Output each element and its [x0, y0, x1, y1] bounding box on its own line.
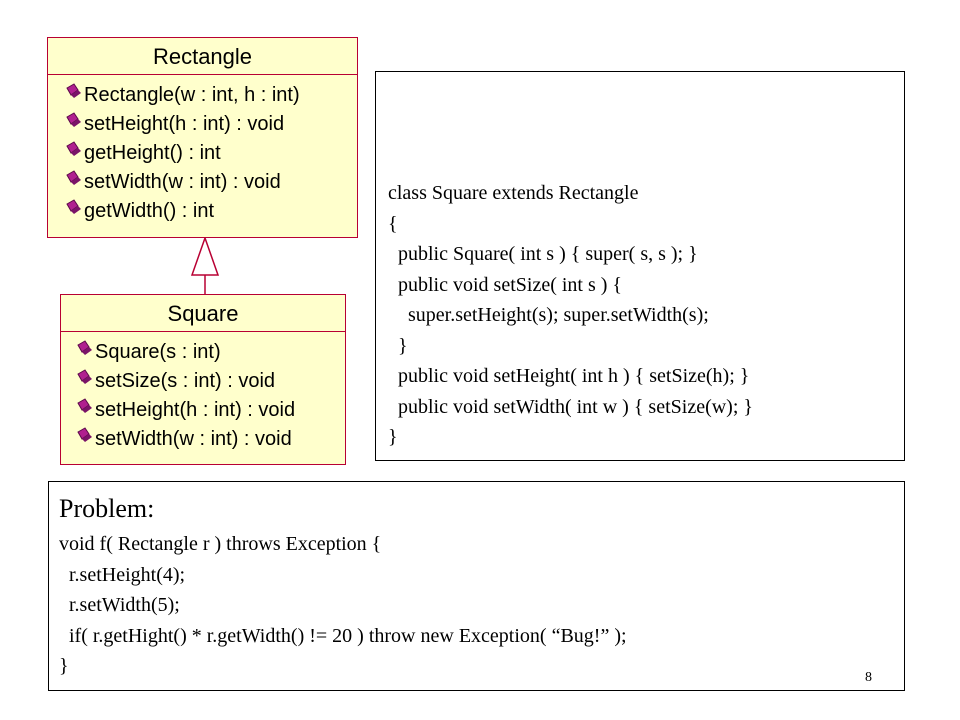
square-operation: setSize(s : int) : void: [61, 367, 345, 396]
square-code-box: class Square extends Rectangle { public …: [375, 71, 905, 461]
square-operation-label: Square(s : int): [95, 341, 221, 363]
square-operation-label: setWidth(w : int) : void: [95, 428, 292, 450]
rectangle-operation-label: Rectangle(w : int, h : int): [84, 84, 300, 106]
problem-code-line: void f( Rectangle r ) throws Exception {: [59, 533, 382, 555]
operation-icon: [77, 340, 92, 355]
code-line: class Square extends Rectangle: [388, 182, 639, 204]
rectangle-operation-label: setHeight(h : int) : void: [84, 113, 285, 135]
rectangle-operation: setHeight(h : int) : void: [48, 110, 357, 139]
square-operation: setHeight(h : int) : void: [61, 396, 345, 425]
rectangle-operation: getHeight() : int: [48, 139, 357, 168]
code-line: public void setWidth( int w ) { setSize(…: [388, 395, 753, 418]
square-operation-label: setHeight(h : int) : void: [95, 399, 296, 421]
rectangle-operation: getWidth() : int: [48, 197, 357, 226]
rectangle-operation-label: setWidth(w : int) : void: [84, 171, 281, 193]
rectangle-operation-label: getHeight() : int: [84, 142, 221, 164]
problem-title: Problem:: [59, 494, 155, 523]
operation-icon: [66, 141, 81, 156]
square-operation: Square(s : int): [61, 338, 345, 367]
square-class-box: Square Square(s : int) setSize(s : int) …: [60, 294, 346, 465]
operation-icon: [77, 427, 92, 442]
code-line: public void setHeight( int h ) { setSize…: [388, 365, 750, 387]
problem-code-line: r.setWidth(5);: [59, 594, 180, 616]
problem-code-line: }: [59, 655, 69, 677]
code-line: public Square( int s ) { super( s, s ); …: [388, 243, 698, 265]
square-class-name: Square: [61, 295, 345, 332]
slide-number: 8: [865, 670, 872, 685]
rectangle-class-box: Rectangle Rectangle(w : int, h : int) se…: [47, 37, 358, 238]
rectangle-operation-label: getWidth() : int: [84, 200, 215, 222]
inheritance-arrow: [190, 237, 220, 297]
code-line: super.setHeight(s); super.setWidth(s);: [388, 304, 709, 326]
operation-icon: [66, 83, 81, 98]
rectangle-operation: Rectangle(w : int, h : int): [48, 81, 357, 110]
operation-icon: [66, 170, 81, 185]
rectangle-class-name: Rectangle: [48, 38, 357, 75]
operation-icon: [66, 199, 81, 214]
code-line: public void setSize( int s ) {: [388, 273, 623, 296]
code-line: }: [388, 334, 408, 357]
rectangle-operation: setWidth(w : int) : void: [48, 168, 357, 197]
operation-icon: [66, 112, 81, 127]
square-operations: Square(s : int) setSize(s : int) : void …: [61, 332, 345, 454]
code-line: }: [388, 426, 398, 448]
operation-icon: [77, 369, 92, 384]
square-operation-label: setSize(s : int) : void: [95, 370, 276, 392]
operation-icon: [77, 398, 92, 413]
problem-code-line: r.setHeight(4);: [59, 563, 186, 586]
problem-box: Problem: void f( Rectangle r ) throws Ex…: [48, 481, 905, 691]
problem-code-line: if( r.getHight() * r.getWidth() != 20 ) …: [59, 624, 627, 647]
square-operation: setWidth(w : int) : void: [61, 425, 345, 454]
code-line: {: [388, 212, 398, 235]
rectangle-operations: Rectangle(w : int, h : int) setHeight(h …: [48, 75, 357, 226]
